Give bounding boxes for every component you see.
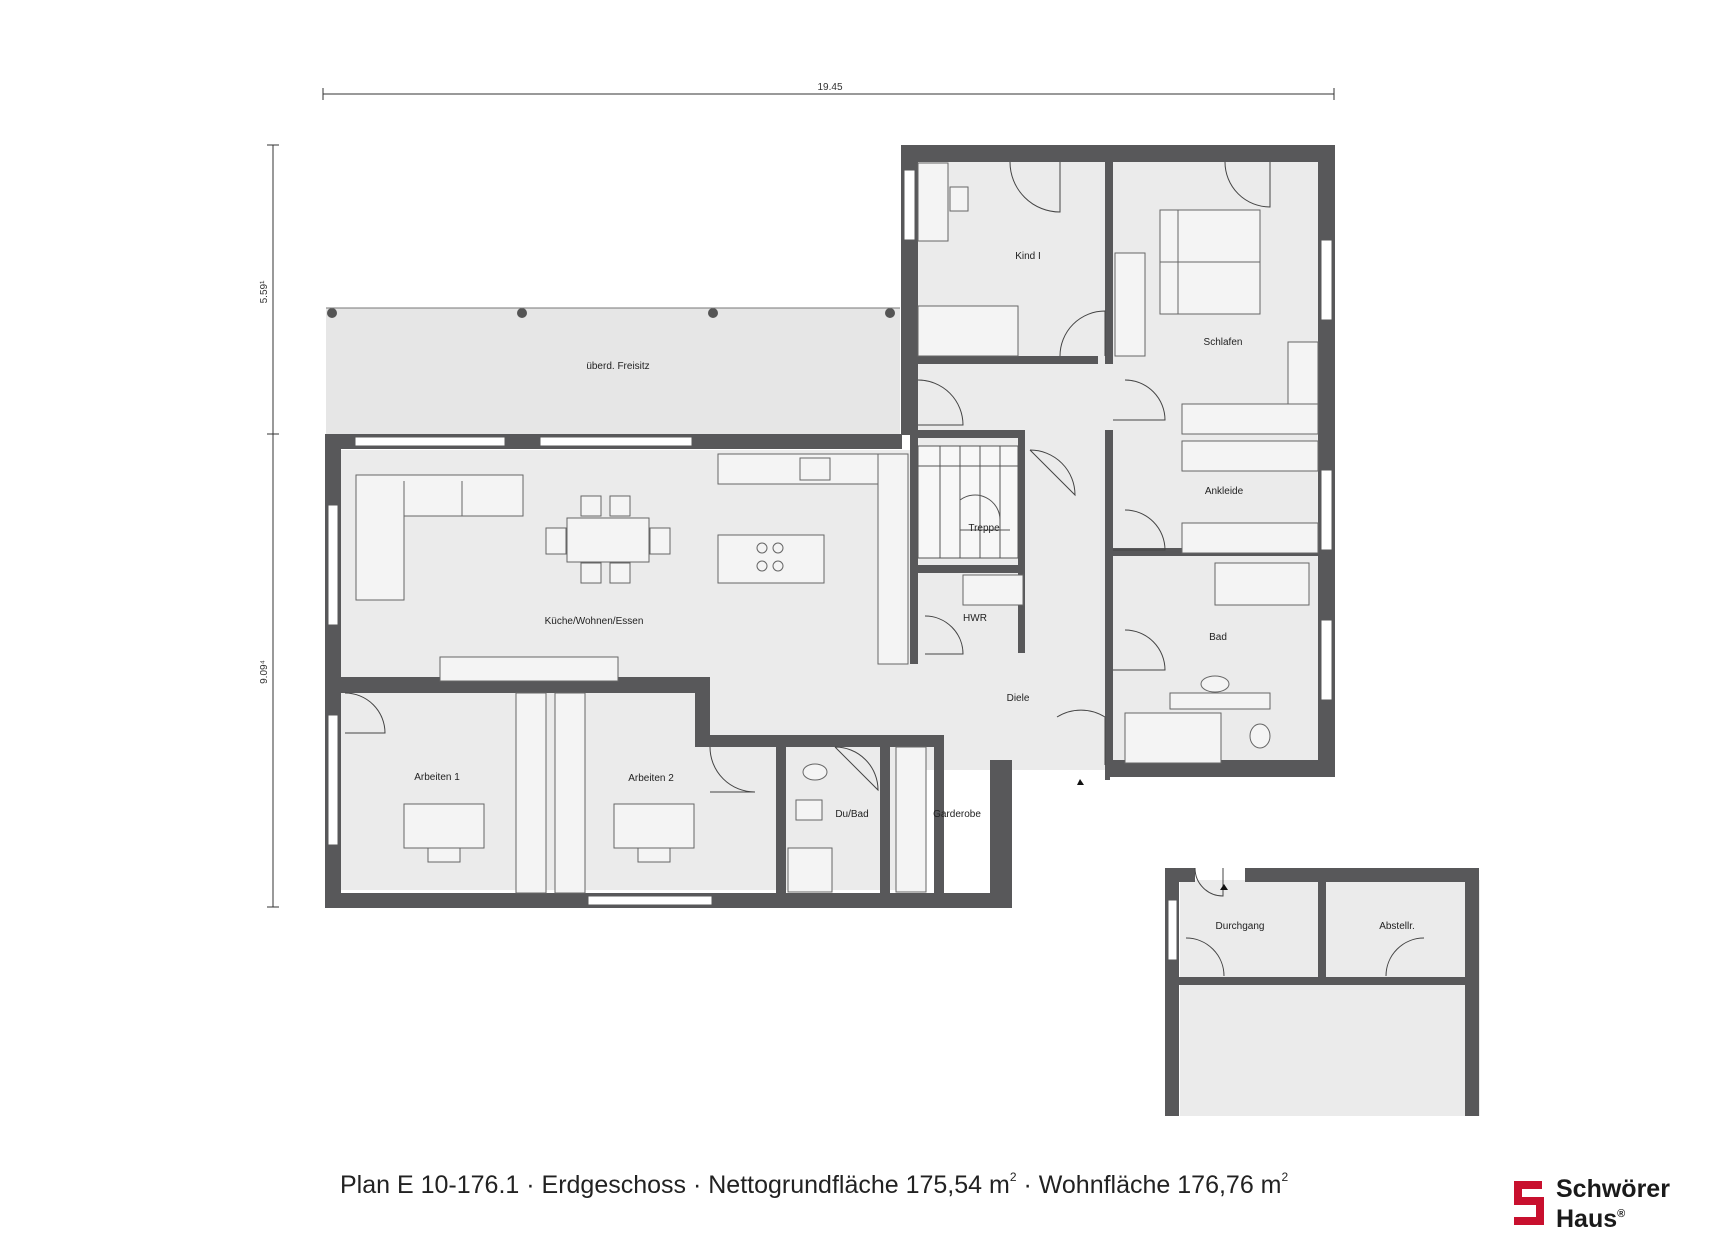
dimension-left-bottom: 9.09⁴ bbox=[259, 660, 270, 684]
room-label-hwr: HWR bbox=[963, 613, 987, 624]
sideboard bbox=[439, 656, 619, 682]
plan-caption: Plan E 10-176.1 · Erdgeschoss · Nettogru… bbox=[340, 1170, 1380, 1200]
annex-floor bbox=[1180, 880, 1480, 1116]
room-label-durchgang: Durchgang bbox=[1216, 921, 1265, 932]
room-label-arbeiten-1: Arbeiten 1 bbox=[414, 772, 460, 783]
windows bbox=[327, 169, 1333, 961]
dimension-left-top: 5.59¹ bbox=[259, 280, 270, 303]
dimension-lines bbox=[267, 88, 1335, 908]
room-label-dubad: Du/Bad bbox=[835, 809, 868, 820]
desk-2 bbox=[613, 803, 695, 849]
desk-1 bbox=[403, 803, 485, 849]
room-label-diele: Diele bbox=[1007, 693, 1030, 704]
caption-part1: Plan E 10-176.1 · Erdgeschoss · Nettogru… bbox=[340, 1171, 1010, 1199]
kid-bed bbox=[917, 305, 1019, 357]
kitchen-island bbox=[717, 534, 825, 584]
logo-text: Schwörer Haus® bbox=[1556, 1177, 1670, 1232]
room-label-ankleide: Ankleide bbox=[1205, 486, 1244, 497]
entrance-gap bbox=[1010, 780, 1330, 844]
dining-table bbox=[566, 517, 650, 563]
schwoerer-haus-logo: Schwörer Haus® bbox=[1508, 1177, 1708, 1237]
bathtub bbox=[1214, 562, 1310, 606]
dimension-total-width: 19.45 bbox=[817, 82, 842, 93]
room-label-schlafen: Schlafen bbox=[1204, 337, 1243, 348]
logo-line1: Schwörer bbox=[1556, 1175, 1670, 1203]
shower bbox=[1124, 712, 1222, 764]
room-label-bad: Bad bbox=[1209, 632, 1227, 643]
logo-mark: ® bbox=[1617, 1208, 1626, 1220]
room-label-kind: Kind I bbox=[1015, 251, 1041, 262]
room-label-freisitz: überd. Freisitz bbox=[586, 361, 649, 372]
room-label-garderobe: Garderobe bbox=[933, 809, 981, 820]
staircase bbox=[917, 445, 1019, 559]
furniture bbox=[355, 162, 1319, 894]
room-label-abstellr: Abstellr. bbox=[1379, 921, 1415, 932]
logo-s-icon bbox=[1514, 1181, 1544, 1225]
caption-part2: · Wohnfläche 176,76 m bbox=[1016, 1171, 1282, 1199]
kitchen-counter bbox=[717, 453, 879, 485]
entrance-markers bbox=[1077, 779, 1228, 890]
door-swings bbox=[344, 161, 1425, 977]
terrace-area bbox=[326, 308, 900, 434]
terrace-columns bbox=[327, 308, 895, 318]
double-sink bbox=[1169, 692, 1271, 710]
caption-sup1: 2 bbox=[1009, 1170, 1017, 1184]
caption-sup2: 2 bbox=[1281, 1170, 1289, 1184]
room-label-kueche: Küche/Wohnen/Essen bbox=[545, 616, 644, 627]
room-label-arbeiten-2: Arbeiten 2 bbox=[628, 773, 674, 784]
logo-line2: Haus bbox=[1556, 1205, 1618, 1233]
room-labels: Kind I Schlafen überd. Freisitz Ankleide… bbox=[414, 251, 1415, 932]
room-label-treppe: Treppe bbox=[968, 523, 1000, 534]
